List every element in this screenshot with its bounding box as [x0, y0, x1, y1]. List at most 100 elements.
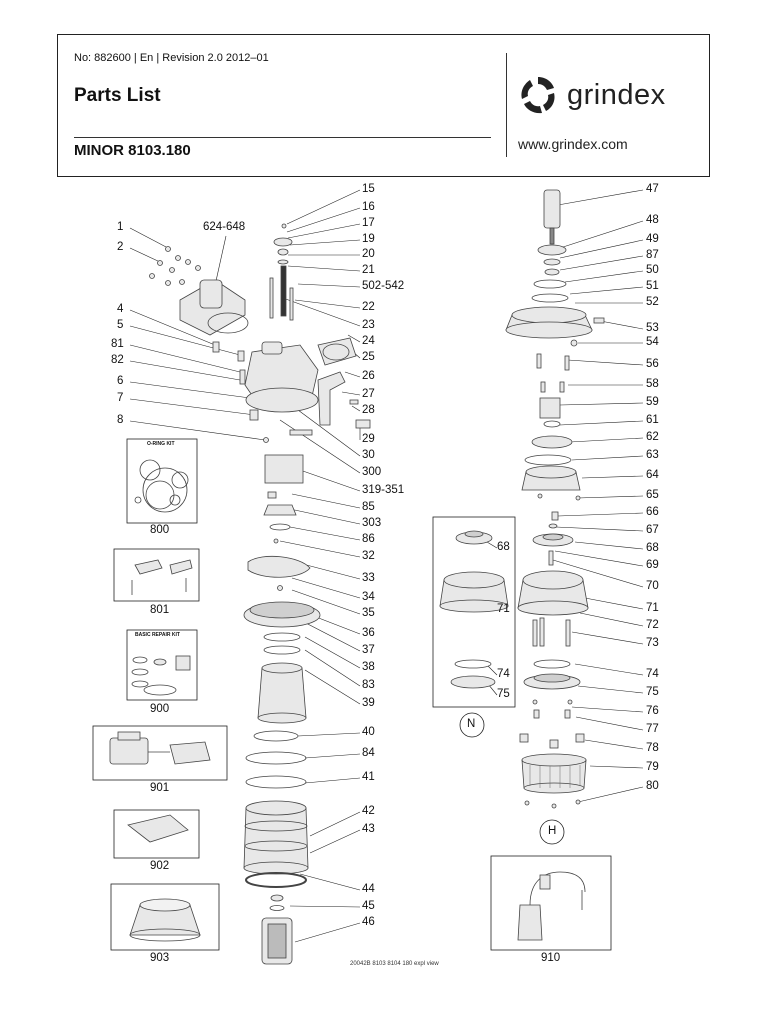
n-callout-74: 74 — [497, 668, 510, 680]
kit-901-box — [92, 725, 228, 781]
kit-contents — [109, 459, 586, 942]
kit-801-box — [113, 548, 200, 602]
stator-39 — [257, 667, 307, 719]
variant-n-box — [432, 516, 516, 708]
ring-51 — [533, 279, 567, 289]
drawing-reference: 20042B 8103 8104 180 expl view — [350, 961, 439, 967]
terminal-30 — [289, 429, 313, 436]
callout-66: 66 — [646, 506, 659, 518]
pin-58b — [559, 381, 565, 393]
o-ring-84 — [245, 751, 307, 765]
kit-800-box — [126, 438, 198, 524]
callout-67: 67 — [646, 524, 659, 536]
plate-29 — [355, 419, 371, 429]
variant-h-label: H — [548, 825, 557, 837]
callout-1: 1 — [117, 221, 124, 233]
part-67 — [548, 523, 558, 529]
ring-74 — [533, 659, 571, 669]
callout-75: 75 — [646, 686, 659, 698]
part-76 — [567, 699, 573, 705]
kit-900-box — [126, 629, 198, 701]
part-44 — [270, 894, 284, 902]
ring-37 — [263, 632, 301, 642]
handle — [261, 341, 283, 355]
outer-casing-42 — [243, 807, 309, 869]
callout-54: 54 — [646, 336, 659, 348]
ring-45 — [269, 905, 285, 911]
callout-76: 76 — [646, 705, 659, 717]
callout-59: 59 — [646, 396, 659, 408]
callout-17: 17 — [362, 217, 375, 229]
part-54 — [570, 339, 578, 347]
screw-53 — [593, 317, 605, 324]
callout-42: 42 — [362, 805, 375, 817]
callout-29: 29 — [362, 433, 375, 445]
stud-73a — [532, 619, 538, 647]
header-divider — [506, 53, 507, 157]
callout-68: 68 — [646, 542, 659, 554]
callout-51: 51 — [646, 280, 659, 292]
seal-303 — [263, 504, 297, 516]
kit-903-box — [110, 883, 220, 951]
kit-910-box — [490, 855, 612, 951]
callout-72: 72 — [646, 619, 659, 631]
callout-20: 20 — [362, 248, 375, 260]
callout-62: 62 — [646, 431, 659, 443]
callout-64: 64 — [646, 469, 659, 481]
rod-22a — [269, 277, 274, 319]
terminal-block-300 — [264, 454, 304, 484]
stud-73b — [539, 617, 545, 647]
variant-n-circle — [459, 712, 485, 738]
callout-28: 28 — [362, 404, 375, 416]
kit-901-caption: 901 — [150, 782, 170, 794]
gasket-33 — [247, 556, 311, 578]
part-7 — [249, 409, 259, 421]
cover-25 — [317, 337, 357, 366]
grindex-logo-icon — [521, 77, 555, 114]
header-box: No: 882600 | En | Revision 2.0 2012–01 P… — [57, 34, 710, 177]
flange-o-ring — [207, 312, 249, 334]
callout-7: 7 — [117, 392, 124, 404]
brand-name: grindex — [567, 79, 666, 111]
callout-53: 53 — [646, 322, 659, 334]
right-column-parts — [505, 189, 605, 809]
callout-30: 30 — [362, 449, 375, 461]
callout-46: 46 — [362, 916, 375, 928]
callout-56: 56 — [646, 358, 659, 370]
part-50 — [544, 268, 560, 276]
callout-84: 84 — [362, 747, 375, 759]
kit-800-title: O-RING KIT — [147, 441, 175, 447]
kit-902-caption: 902 — [150, 860, 170, 872]
kit-boxes — [92, 438, 612, 951]
ring-38 — [263, 645, 301, 655]
screw-16 — [281, 223, 287, 229]
header-rule — [74, 137, 491, 138]
model-name: MINOR 8103.180 — [74, 142, 191, 159]
part-49 — [543, 258, 561, 266]
kit-900-title: BASIC REPAIR KIT — [135, 632, 180, 638]
rotor-47 — [543, 189, 561, 229]
callout-15: 15 — [362, 183, 375, 195]
housing-base — [245, 387, 319, 413]
callout-74: 74 — [646, 668, 659, 680]
bolts-top-left — [149, 246, 201, 286]
ring-61 — [543, 420, 561, 428]
website-link[interactable]: www.grindex.com — [518, 136, 628, 152]
callout-81: 81 — [111, 338, 124, 350]
key-66 — [551, 511, 559, 521]
n-callout-71: 71 — [497, 603, 510, 615]
pin-4 — [212, 341, 220, 353]
callout-44: 44 — [362, 883, 375, 895]
callout-35: 35 — [362, 607, 375, 619]
callout-37: 37 — [362, 644, 375, 656]
callout-43: 43 — [362, 823, 375, 835]
ring-62 — [531, 435, 573, 449]
variant-n-label: N — [467, 718, 476, 730]
callout-73: 73 — [646, 637, 659, 649]
ring-63 — [524, 454, 572, 466]
leader-lines — [129, 189, 644, 943]
callout-45: 45 — [362, 900, 375, 912]
callout-16: 16 — [362, 201, 375, 213]
callout-40: 40 — [362, 726, 375, 738]
